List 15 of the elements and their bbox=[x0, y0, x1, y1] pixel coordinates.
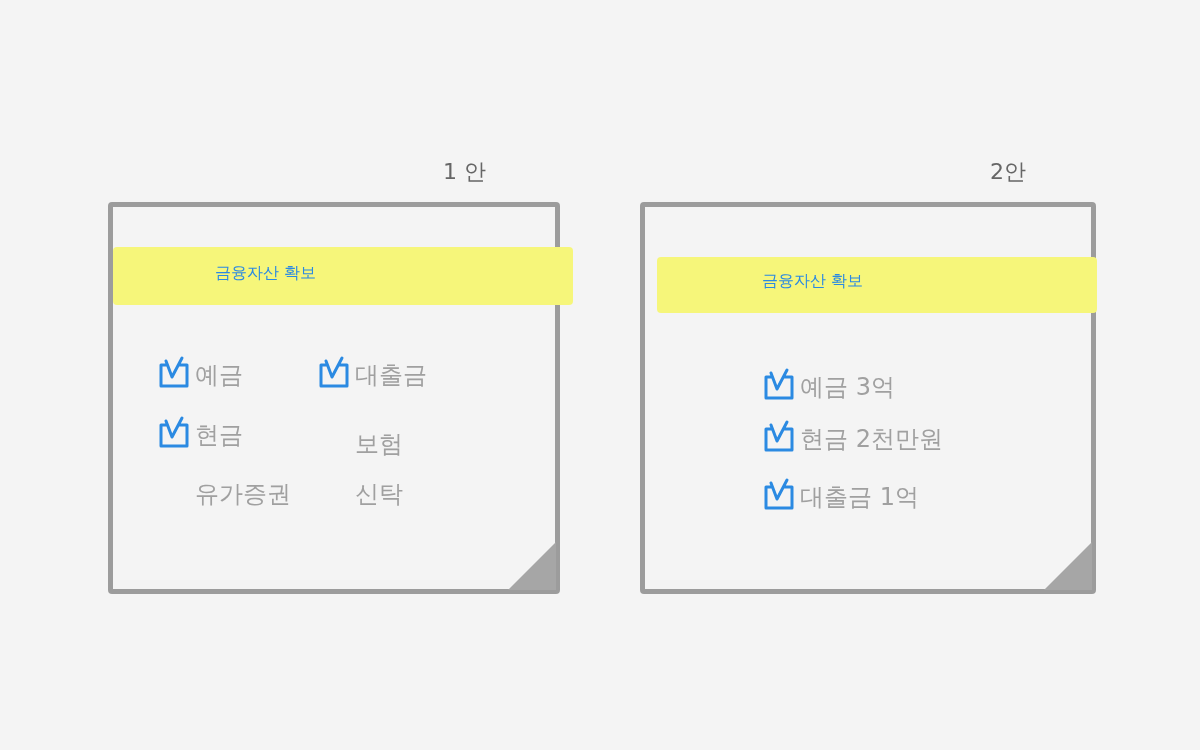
asset-item: 현금 2천만원 bbox=[800, 425, 943, 453]
asset-item: 대출금 1억 bbox=[800, 483, 919, 511]
asset-item: 보험 bbox=[355, 430, 403, 458]
highlight-band bbox=[113, 247, 573, 305]
asset-item: 예금 bbox=[195, 361, 243, 389]
band-title: 금융자산 확보 bbox=[762, 271, 864, 292]
asset-item: 유가증권 bbox=[195, 480, 291, 508]
asset-item: 현금 bbox=[195, 421, 243, 449]
asset-item: 대출금 bbox=[355, 361, 427, 389]
option-heading: 1 안 bbox=[443, 158, 486, 186]
asset-item: 신탁 bbox=[355, 480, 403, 508]
band-title: 금융자산 확보 bbox=[215, 263, 317, 284]
highlight-band bbox=[657, 257, 1097, 313]
asset-item: 예금 3억 bbox=[800, 373, 895, 401]
option-heading: 2안 bbox=[990, 158, 1026, 186]
